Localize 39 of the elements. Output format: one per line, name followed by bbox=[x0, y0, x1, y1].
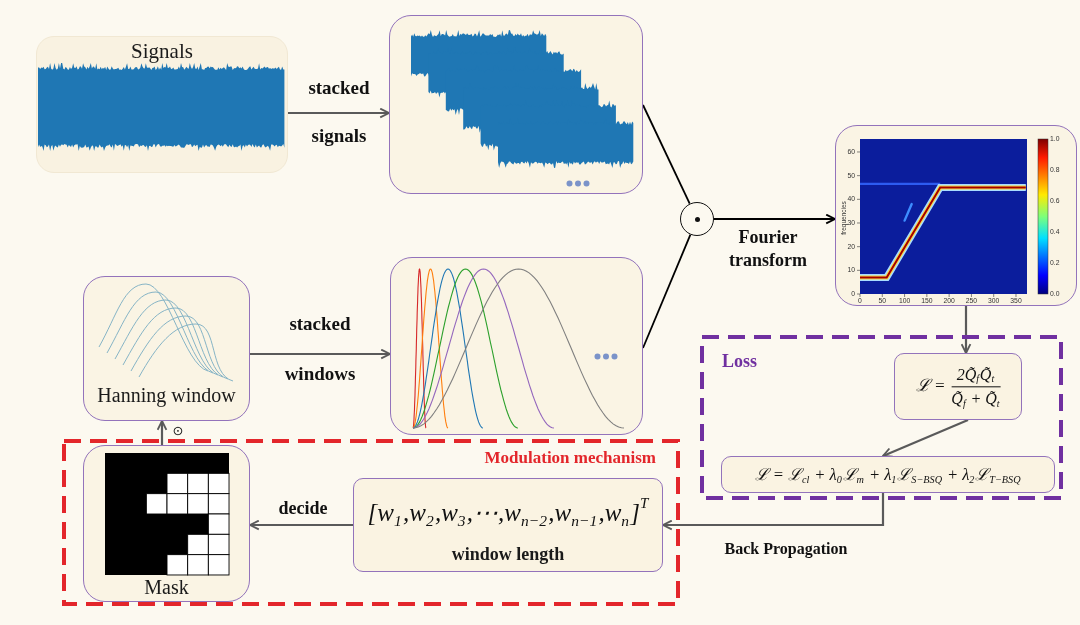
formula-numerator: 2Q̃$_{f}$Q̃$_{t}$ bbox=[956, 364, 995, 384]
edge-label: stacked windows bbox=[283, 312, 357, 386]
mask-panel bbox=[83, 445, 250, 602]
arrow bbox=[288, 107, 390, 119]
edge-label: ⊙ bbox=[172, 423, 184, 439]
edge-label: Back Propagation bbox=[724, 539, 848, 559]
panel-caption: Hanning window bbox=[97, 384, 236, 407]
arrow bbox=[662, 493, 885, 531]
edge-label: Fourier transform bbox=[728, 226, 808, 272]
formula-text: ℒ = bbox=[915, 376, 946, 397]
stacked-signals-panel bbox=[389, 15, 643, 194]
signal-panel bbox=[36, 36, 288, 173]
window-length-box bbox=[353, 478, 663, 572]
arrow bbox=[156, 420, 168, 445]
hanning-window-panel bbox=[83, 276, 250, 421]
caption-text: window length bbox=[451, 544, 565, 565]
arrow bbox=[249, 519, 353, 531]
arrow bbox=[882, 419, 969, 458]
stacked-windows-panel bbox=[390, 257, 643, 435]
edge-label: decide bbox=[278, 497, 328, 519]
formula-box bbox=[721, 456, 1055, 493]
arrow bbox=[960, 306, 972, 354]
formula-denominator: Q̃$_{f}$ + Q̃$_{t}$ bbox=[951, 389, 1001, 409]
loss-group-frame bbox=[700, 335, 1063, 500]
group-title: Modulation mechanism bbox=[484, 448, 656, 468]
connector-line bbox=[642, 104, 691, 205]
connector-line bbox=[642, 233, 692, 349]
arrow bbox=[713, 213, 836, 225]
panel-title: Signals bbox=[131, 39, 193, 64]
multiply-operator bbox=[680, 202, 714, 236]
formula-text: [w$_{1}$,w$_{2}$,w$_{3}$,⋯,w$_{n−2}$,w$_{n−1}$,w$_{n}$]$^{T}$ bbox=[367, 498, 649, 528]
formula-box bbox=[894, 353, 1022, 420]
edge-label: stacked signals bbox=[307, 76, 371, 148]
panel-caption: Mask bbox=[144, 576, 189, 599]
formula-text: ℒ = ℒ$_{cl}$ + λ$_{0}$ℒ$_{m}$ + λ$_{1}$ℒ$_{S−BSQ}$ + λ$_{2}$ℒ$_{T−BSQ}$ bbox=[754, 464, 1022, 485]
spectrogram-panel bbox=[835, 125, 1077, 306]
arrow bbox=[250, 348, 391, 360]
group-title: Loss bbox=[722, 351, 757, 372]
modulation-group-frame bbox=[62, 439, 680, 606]
